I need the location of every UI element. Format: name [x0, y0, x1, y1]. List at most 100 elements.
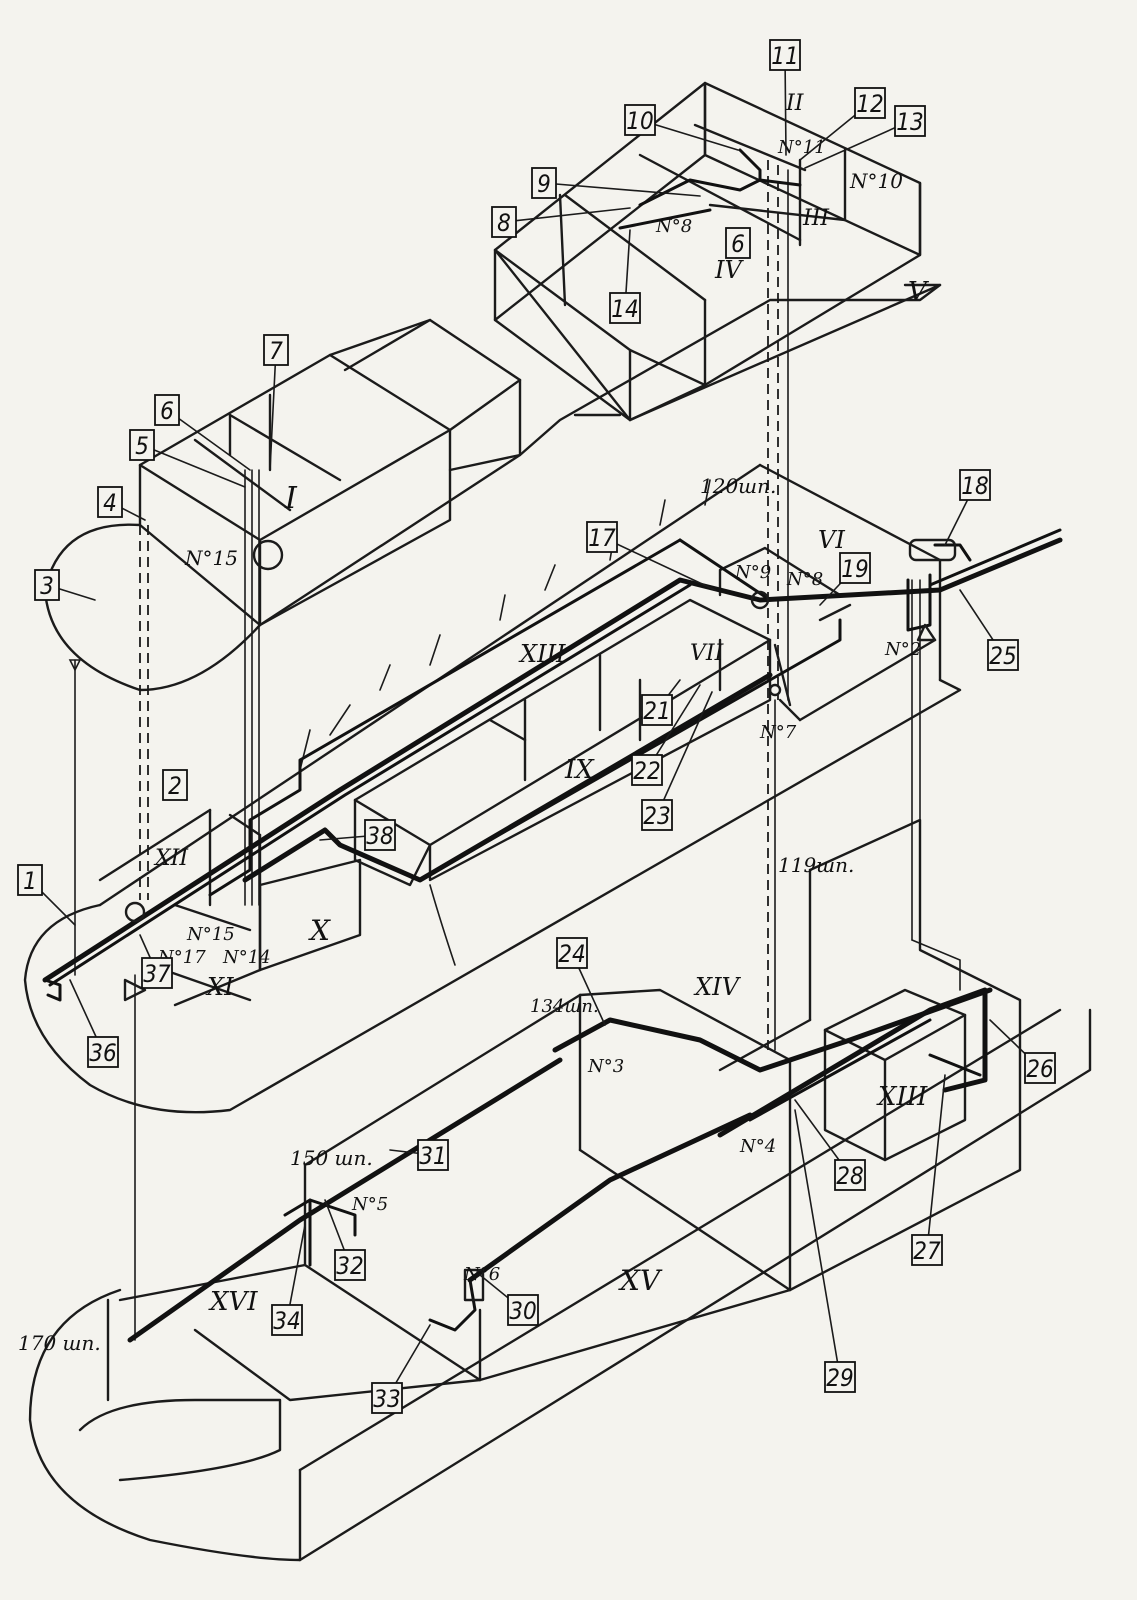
- station-label: N°15: [186, 924, 235, 945]
- callout-leader: [784, 54, 787, 156]
- callout-leader: [656, 691, 713, 816]
- callout-leader: [543, 182, 701, 197]
- callout-box: [129, 429, 155, 461]
- compartment-label: XV: [618, 1264, 663, 1297]
- callout-labels: 1234567891011121314617181921222324252627…: [17, 39, 1056, 1414]
- callout-number: 21: [643, 697, 670, 725]
- compartment-label: I: [284, 481, 298, 516]
- callout-number: 30: [509, 1297, 536, 1325]
- callout-number: 25: [989, 642, 1016, 670]
- compartment-label: XIII: [518, 640, 566, 668]
- callout-leader: [639, 119, 739, 151]
- vertical-risers: [74, 160, 961, 1341]
- compartment-label: IV: [714, 256, 744, 284]
- callout-leader: [503, 207, 631, 223]
- callout-number: 1: [23, 867, 37, 895]
- callout-box: [641, 799, 673, 831]
- compartment-label: IX: [564, 755, 595, 785]
- compartment-label: XIII: [876, 1082, 928, 1112]
- callout-number: 2: [168, 772, 182, 800]
- callout-number: 18: [961, 472, 988, 500]
- upper-superstructure: [493, 81, 942, 422]
- callout-leader: [141, 444, 246, 488]
- callout-leader: [269, 349, 277, 471]
- callout-leader: [794, 1109, 841, 1378]
- callout-box: [371, 1382, 403, 1414]
- callout-box: [154, 394, 180, 426]
- compartment-label: X: [308, 914, 331, 947]
- callout-number: 36: [89, 1039, 116, 1067]
- callout-number: 10: [626, 107, 653, 135]
- callout-number: 17: [588, 524, 616, 552]
- callout-number: 12: [856, 90, 883, 118]
- callout-number: 4: [103, 489, 117, 517]
- callout-box: [839, 552, 871, 584]
- station-label: N°9: [734, 562, 771, 583]
- callout-number: 14: [611, 295, 638, 323]
- callout-box: [491, 206, 517, 238]
- compartment-label: VI: [818, 526, 845, 554]
- lower-hull: [28, 818, 1092, 1562]
- station-label: N°7: [759, 722, 797, 743]
- station-label: N°4: [739, 1136, 776, 1157]
- compartment-label: XII: [153, 846, 189, 871]
- frame-labels: 120шп. 119шп. 134шп. 150 шп. 170 шп.: [18, 474, 854, 1355]
- station-label: N°8: [655, 216, 692, 237]
- frame-label: 120шп.: [700, 474, 776, 498]
- callout-number: 9: [537, 170, 551, 198]
- callout-number: 28: [836, 1162, 863, 1190]
- callout-box: [531, 167, 557, 199]
- callout-number: 11: [771, 42, 798, 70]
- compartment-label: VII: [690, 641, 725, 666]
- callout-number: 32: [336, 1252, 363, 1280]
- callout-leader: [601, 536, 716, 591]
- station-label: N°15: [184, 546, 238, 570]
- valve-symbols: [68, 538, 957, 1302]
- callout-number: 27: [913, 1237, 941, 1265]
- callout-box: [507, 1294, 539, 1326]
- callout-box: [34, 569, 60, 601]
- callout-number: 33: [373, 1385, 400, 1413]
- frame-label: 170 шп.: [18, 1331, 101, 1355]
- callout-number: 31: [419, 1142, 446, 1170]
- frame-label: 119шп.: [778, 853, 854, 877]
- callout-box: [556, 937, 588, 969]
- callout-number: 22: [633, 757, 660, 785]
- callout-box: [911, 1234, 943, 1266]
- callout-number: 37: [143, 960, 171, 988]
- callout-box: [769, 39, 801, 71]
- compartment-label: V: [908, 277, 929, 307]
- callout-leader: [804, 120, 911, 169]
- pipelines: [42, 148, 1063, 1343]
- station-label: N°6: [463, 1264, 500, 1285]
- callout-box: [141, 957, 173, 989]
- callout-box: [17, 864, 43, 896]
- callout-number: 19: [841, 555, 868, 583]
- callout-box: [97, 486, 123, 518]
- callout-box: [624, 104, 656, 136]
- callout-number: 3: [40, 572, 54, 600]
- callout-box: [987, 639, 1019, 671]
- compartment-label: XI: [205, 973, 234, 1001]
- frame-label: 150 шп.: [290, 1146, 373, 1170]
- station-label: N°8: [786, 569, 823, 590]
- callout-box: [334, 1249, 366, 1281]
- callout-number: 29: [826, 1364, 853, 1392]
- callout-number: 6: [731, 230, 745, 258]
- frame-label: 134шп.: [530, 996, 599, 1017]
- upper-deck: [43, 283, 942, 692]
- callout-box: [641, 694, 673, 726]
- station-label: N°5: [351, 1194, 388, 1215]
- callout-box: [271, 1304, 303, 1336]
- callout-box: [87, 1036, 119, 1068]
- callout-box: [586, 521, 618, 553]
- callout-number: 24: [558, 940, 585, 968]
- compartment-label: III: [802, 206, 830, 231]
- callout-number: 34: [273, 1307, 300, 1335]
- station-label: N°3: [587, 1056, 624, 1077]
- callout-box: [854, 87, 886, 119]
- callout-box: [609, 292, 641, 324]
- callout-box: [1024, 1052, 1056, 1084]
- callout-box: [364, 819, 396, 851]
